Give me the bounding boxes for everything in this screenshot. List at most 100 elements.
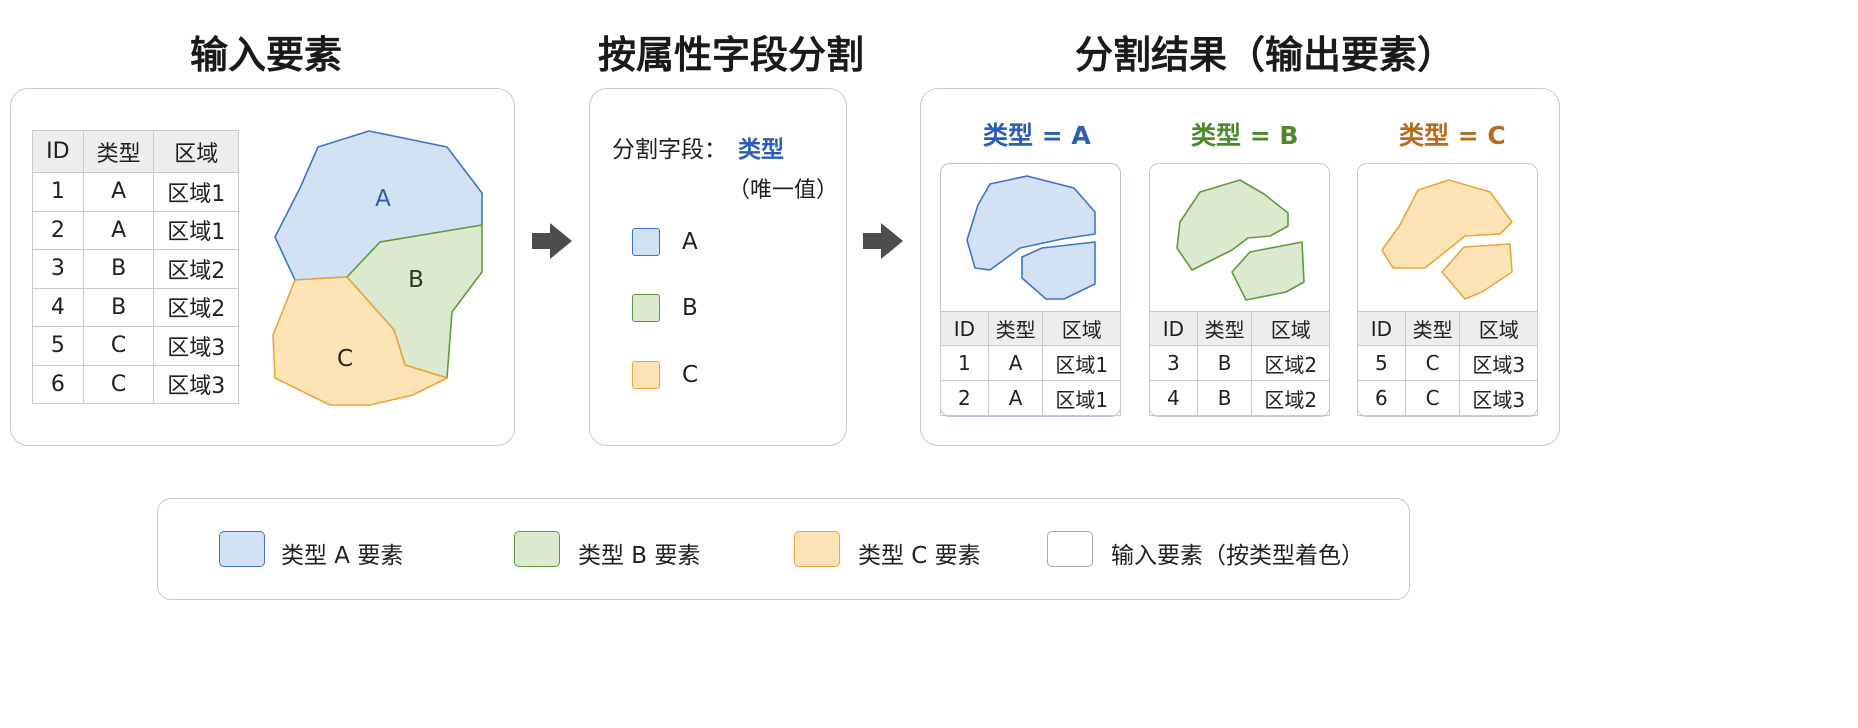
- cell-type: A: [82, 210, 155, 250]
- split-field-label: 分割字段：: [612, 137, 727, 163]
- cell-id: 4: [1149, 380, 1198, 416]
- polygon-b-1: [1176, 179, 1289, 271]
- cell-id: 1: [940, 345, 989, 381]
- header-id: ID: [940, 311, 989, 346]
- result-c-title: 类型 = C: [1399, 121, 1506, 150]
- map-label-a: A: [375, 186, 391, 212]
- header-region: 区域: [1251, 311, 1330, 346]
- polygon-type-c: [272, 276, 448, 406]
- input-title: 输入要素: [190, 33, 343, 77]
- value-b-label: B: [682, 295, 698, 321]
- header-region: 区域: [1042, 311, 1121, 346]
- split-field-value: 类型: [738, 137, 784, 163]
- polygon-b-2: [1231, 241, 1305, 301]
- polygon-a-2: [1021, 241, 1096, 300]
- cell-type: C: [82, 326, 155, 366]
- result-b-title: 类型 = B: [1191, 121, 1299, 150]
- cell-region: 区域2: [153, 249, 239, 289]
- cell-type: C: [1404, 380, 1461, 416]
- cell-id: 1: [32, 172, 84, 212]
- cell-id: 2: [32, 210, 84, 250]
- value-c-label: C: [682, 362, 699, 388]
- header-region: 区域: [153, 130, 239, 173]
- cell-id: 3: [32, 249, 84, 289]
- type-c-swatch: [794, 531, 840, 567]
- cell-type: A: [987, 380, 1044, 416]
- header-region: 区域: [1459, 311, 1538, 346]
- header-type: 类型: [82, 130, 155, 173]
- value-a-swatch: [632, 228, 660, 256]
- cell-region: 区域1: [153, 172, 239, 212]
- cell-id: 2: [940, 380, 989, 416]
- header-type: 类型: [1404, 311, 1461, 346]
- type-a-swatch: [219, 531, 265, 567]
- cell-type: C: [82, 364, 155, 404]
- cell-region: 区域2: [1251, 380, 1330, 416]
- input-feature-swatch: [1047, 531, 1093, 567]
- cell-id: 5: [1357, 345, 1406, 381]
- legend-panel: [157, 498, 1410, 600]
- value-a-label: A: [682, 229, 698, 255]
- map-label-b: B: [408, 267, 424, 293]
- polygon-c-1: [1381, 179, 1513, 269]
- cell-region: 区域3: [153, 364, 239, 404]
- header-id: ID: [32, 130, 84, 173]
- header-type: 类型: [987, 311, 1044, 346]
- result-a-title: 类型 = A: [983, 121, 1091, 150]
- cell-type: A: [82, 172, 155, 212]
- cell-id: 6: [1357, 380, 1406, 416]
- cell-type: B: [1196, 345, 1253, 381]
- table-header-row: ID 类型 区域: [32, 130, 239, 173]
- cell-region: 区域1: [1042, 380, 1121, 416]
- legend-label-b: 类型 B 要素: [578, 543, 701, 569]
- cell-type: C: [1404, 345, 1461, 381]
- arrow-icon: [863, 223, 903, 259]
- map-label-c: C: [337, 346, 353, 372]
- cell-region: 区域1: [153, 210, 239, 250]
- cell-type: B: [1196, 380, 1253, 416]
- legend-label-a: 类型 A 要素: [281, 543, 404, 569]
- cell-type: B: [82, 249, 155, 289]
- type-b-swatch: [514, 531, 560, 567]
- cell-region: 区域3: [1459, 345, 1538, 381]
- arrow-icon: [532, 223, 572, 259]
- cell-id: 6: [32, 364, 84, 404]
- polygon-a-1: [966, 175, 1096, 271]
- cell-region: 区域3: [153, 326, 239, 366]
- cell-region: 区域3: [1459, 380, 1538, 416]
- cell-region: 区域2: [153, 287, 239, 327]
- split-title: 按属性字段分割: [598, 33, 865, 77]
- value-c-swatch: [632, 361, 660, 389]
- header-id: ID: [1149, 311, 1198, 346]
- value-b-swatch: [632, 294, 660, 322]
- header-type: 类型: [1196, 311, 1253, 346]
- polygon-c-2: [1441, 243, 1513, 300]
- cell-type: B: [82, 287, 155, 327]
- cell-id: 4: [32, 287, 84, 327]
- legend-label-c: 类型 C 要素: [858, 543, 981, 569]
- unique-value-note: （唯一值）: [728, 178, 839, 203]
- cell-id: 3: [1149, 345, 1198, 381]
- result-title: 分割结果（输出要素）: [1075, 33, 1456, 77]
- legend-label-input: 输入要素（按类型着色）: [1111, 543, 1364, 569]
- cell-type: A: [987, 345, 1044, 381]
